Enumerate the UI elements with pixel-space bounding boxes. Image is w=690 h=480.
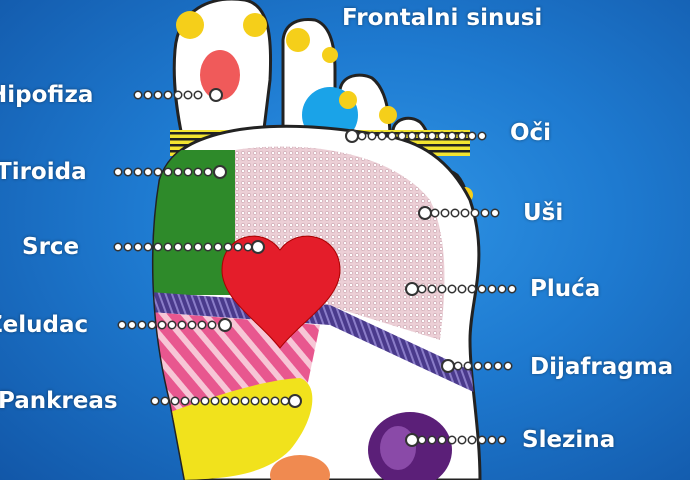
label-diaphragm: Dijafragma <box>530 354 674 380</box>
pituitary-zone <box>200 50 240 100</box>
label-pancreas: Pankreas <box>0 388 118 414</box>
label-stomach: Želudac <box>0 312 89 338</box>
label-heart: Srce <box>22 234 80 260</box>
leader-lines <box>113 88 520 447</box>
diaphragm-zone <box>153 292 480 395</box>
label-pituitary: Hipofiza <box>0 82 94 108</box>
label-frontal-sinuses: Frontalni sinusi <box>342 5 543 31</box>
label-thyroid: Tiroida <box>0 159 87 185</box>
label-ears: Uši <box>523 200 564 226</box>
label-lungs: Pluća <box>530 276 601 302</box>
thyroid-zone <box>153 150 235 295</box>
label-spleen: Slezina <box>522 427 616 453</box>
label-eyes: Oči <box>510 120 552 146</box>
